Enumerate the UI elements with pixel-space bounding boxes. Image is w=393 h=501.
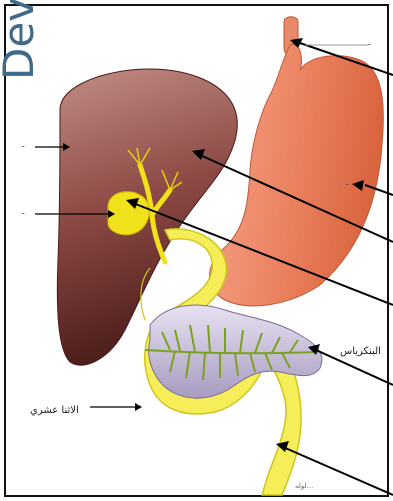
watermark: Dev — [0, 10, 46, 80]
label-stub: ـ — [22, 140, 24, 149]
label-stub: ـ — [368, 38, 370, 47]
label-bottom-caption: لوله... — [295, 482, 313, 490]
watermark-text: Dev — [0, 0, 40, 80]
gallbladder — [108, 192, 149, 235]
label-duodenum: الاثنا عشري — [30, 405, 79, 416]
label-stub: ـ — [346, 178, 348, 187]
label-pancreas: البنكرياس — [340, 346, 381, 357]
label-stub: ـ — [22, 207, 24, 216]
